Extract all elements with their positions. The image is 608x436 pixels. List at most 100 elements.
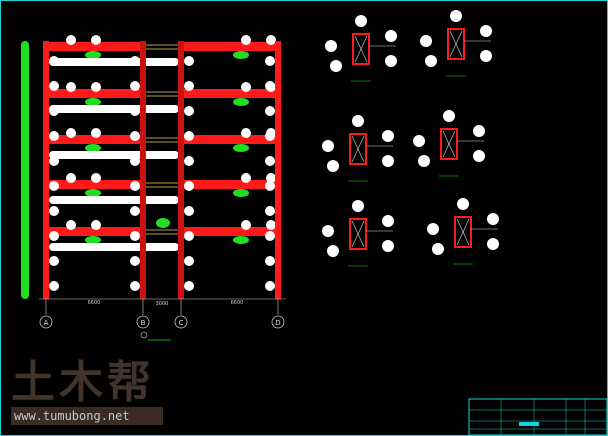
annotation-bubble (385, 30, 397, 42)
annotation-bubble (184, 56, 194, 66)
annotation-bubble (91, 220, 101, 230)
annotation-bubble (265, 56, 275, 66)
column (140, 41, 146, 299)
section-marker (233, 98, 249, 106)
annotation-bubble (265, 156, 275, 166)
annotation-bubble (265, 206, 275, 216)
rebar-line (351, 220, 365, 248)
beam (181, 89, 281, 98)
annotation-bubble (66, 35, 76, 45)
annotation-bubble-row (49, 58, 179, 66)
annotation-bubble (130, 56, 140, 66)
annotation-bubble (184, 156, 194, 166)
axis-bubble (174, 315, 188, 329)
section-marker (85, 51, 101, 59)
annotation-bubble (450, 10, 462, 22)
annotation-bubble (473, 125, 485, 137)
rebar-line (354, 35, 368, 63)
rebar-line (442, 130, 456, 158)
annotation-bubble (325, 40, 337, 52)
annotation-bubble (322, 140, 334, 152)
axis-label-d: D (275, 319, 280, 327)
annotation-bubble (66, 128, 76, 138)
section-marker (233, 189, 249, 197)
section-marker (85, 144, 101, 152)
annotation-bubble (130, 281, 140, 291)
annotation-bubble (266, 220, 276, 230)
annotation-bubble (91, 82, 101, 92)
annotation-bubble (49, 156, 59, 166)
annotation-bubble (241, 82, 251, 92)
annotation-bubble (91, 128, 101, 138)
annotation-bubble (184, 231, 194, 241)
beam (43, 227, 143, 236)
annotation-bubble (130, 231, 140, 241)
annotation-bubble (266, 173, 276, 183)
section-marker (85, 236, 101, 244)
annotation-bubble (265, 256, 275, 266)
annotation-bubble-row (49, 105, 179, 113)
beam (43, 135, 143, 144)
watermark-url: www.tumubong.net (11, 407, 163, 425)
annotation-bubble (427, 223, 439, 235)
annotation-bubble (241, 35, 251, 45)
annotation-bubble (382, 215, 394, 227)
annotation-bubble-row (49, 151, 179, 159)
beam (181, 227, 281, 236)
annotation-bubble (130, 206, 140, 216)
beam (181, 42, 281, 51)
annotation-bubble (91, 173, 101, 183)
annotation-bubble (184, 206, 194, 216)
annotation-bubble (49, 56, 59, 66)
annotation-bubble (66, 173, 76, 183)
annotation-bubble (487, 238, 499, 250)
axis-bubble (271, 315, 285, 329)
annotation-bubble (420, 35, 432, 47)
annotation-bubble (480, 25, 492, 37)
annotation-bubble (473, 150, 485, 162)
annotation-bubble (130, 181, 140, 191)
annotation-bubble (130, 81, 140, 91)
annotation-bubble (330, 60, 342, 72)
annotation-bubble (265, 106, 275, 116)
annotation-bubble (382, 240, 394, 252)
annotation-bubble (241, 173, 251, 183)
title-block-logo (519, 422, 539, 426)
column (43, 41, 49, 299)
annotation-bubble (49, 206, 59, 216)
rebar-line (351, 135, 365, 163)
annotation-bubble (49, 281, 59, 291)
annotation-bubble (49, 81, 59, 91)
title-bubble (140, 331, 148, 339)
beam (43, 89, 143, 98)
column (178, 41, 184, 299)
watermark: 土木帮 www.tumubong.net (11, 361, 163, 425)
title-block (468, 398, 607, 435)
annotation-bubble (457, 198, 469, 210)
annotation-bubble (425, 55, 437, 67)
annotation-bubble (130, 256, 140, 266)
annotation-bubble (352, 200, 364, 212)
annotation-bubble (265, 81, 275, 91)
annotation-bubble (49, 131, 59, 141)
watermark-logo: 土木帮 (11, 357, 155, 408)
level-marker-bar (21, 41, 29, 299)
section-detail (447, 28, 465, 60)
axis-label-b: B (141, 319, 146, 327)
annotation-bubble (352, 115, 364, 127)
annotation-bubble (184, 81, 194, 91)
annotation-bubble (66, 220, 76, 230)
annotation-bubble (184, 181, 194, 191)
annotation-bubble (49, 231, 59, 241)
annotation-bubble (418, 155, 430, 167)
axis-bubble (39, 315, 53, 329)
section-detail (440, 128, 458, 160)
annotation-bubble (49, 181, 59, 191)
annotation-bubble (413, 135, 425, 147)
section-marker (156, 218, 170, 228)
annotation-bubble (355, 15, 367, 27)
annotation-bubble (184, 256, 194, 266)
beam (43, 42, 143, 51)
